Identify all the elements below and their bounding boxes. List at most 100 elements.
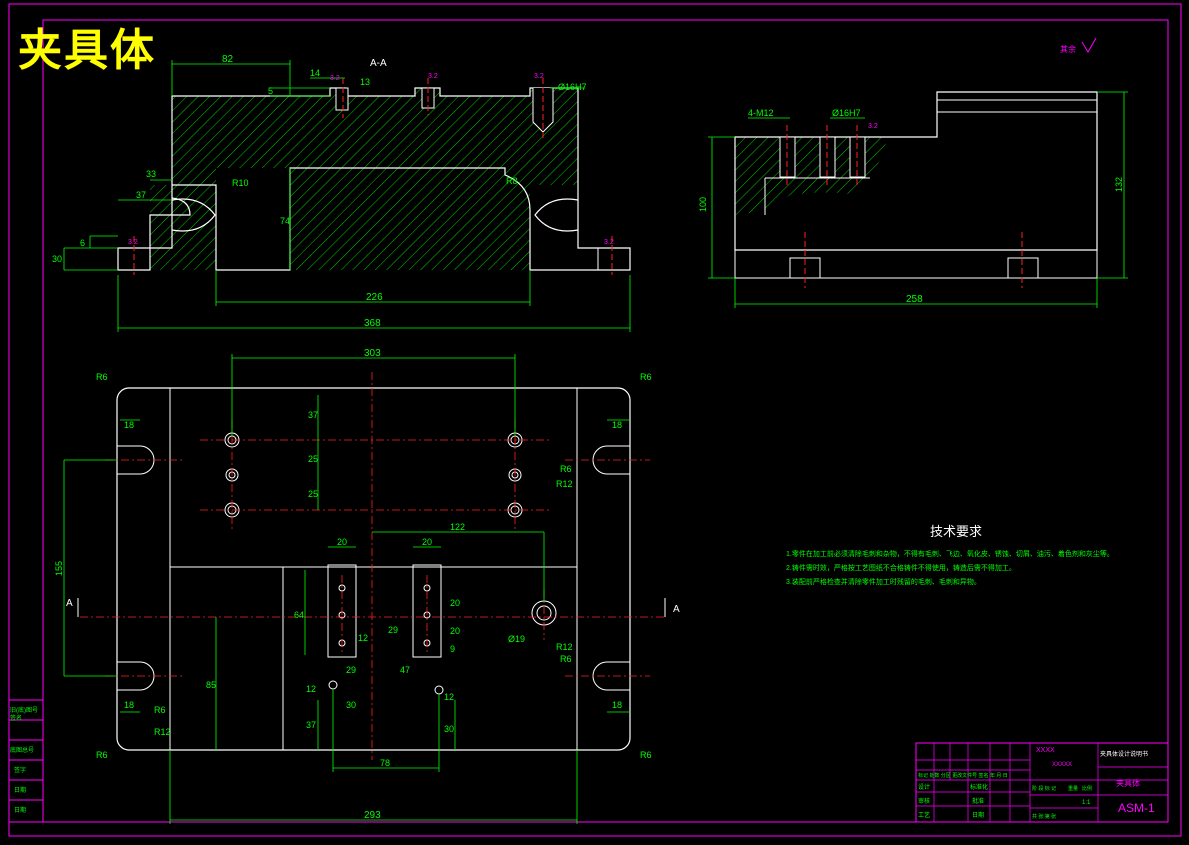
dim-100: 100: [698, 197, 708, 212]
dim-25b: 25: [308, 489, 318, 499]
dim-25a: 25: [308, 454, 318, 464]
side-hatch: [735, 137, 887, 215]
dim-64: 64: [294, 610, 304, 620]
radius-r6-m1: R6: [560, 464, 572, 474]
dim-85: 85: [206, 680, 216, 690]
dim-29b: 29: [346, 665, 356, 675]
dim-82: 82: [222, 54, 234, 65]
dim-5: 5: [268, 86, 273, 96]
left-revision-table: 旧(底)图号 签名 底图总号 签字 日期 日期: [8, 699, 44, 823]
tb-mid-3: 日期: [972, 811, 984, 819]
dim-18c: 18: [124, 700, 134, 710]
slot-left: [171, 198, 216, 232]
tb-header-row: 标记 处数 分区 更改文件号 签名 年 月 日: [918, 772, 1008, 779]
dim-29: 29: [388, 625, 398, 635]
roughness-4: 3.2: [128, 239, 138, 246]
tb-row-review: 审核: [918, 797, 930, 805]
dim-16h7: Ø16H7: [558, 82, 587, 92]
tb-row-design: 设计: [918, 783, 930, 791]
dim-258: 258: [906, 294, 923, 305]
dim-37: 37: [308, 410, 318, 420]
title-block: XXXX XXXXX 夹具体设计说明书 夹具体 ASM-1 标记 处数 分区 更…: [915, 742, 1169, 823]
tb-project: 夹具体设计说明书: [1100, 750, 1148, 758]
tb-mid-2: 批准: [972, 797, 984, 805]
left-row-4: 签字: [14, 766, 26, 774]
left-row-5: 日期: [14, 786, 26, 794]
radius-r8: R8: [506, 176, 518, 186]
dim-30c: 30: [444, 724, 454, 734]
tb-date: XXXXX: [1052, 762, 1072, 768]
outer-border: [8, 3, 1182, 837]
radius-r12-m1: R12: [556, 479, 573, 489]
tb-drawing-no: ASM-1: [1118, 801, 1155, 815]
section-hatch: [150, 88, 578, 270]
dim-78: 78: [380, 758, 390, 768]
radius-r12-m2: R12: [556, 642, 573, 652]
roughness-other: 其余: [1060, 44, 1076, 54]
dim-14: 14: [310, 68, 320, 78]
radius-r6-m3: R6: [154, 705, 166, 715]
dim-4-m12: 4-M12: [748, 108, 774, 118]
inner-border: [42, 19, 1169, 823]
drawing-title: 夹具体: [18, 25, 156, 76]
tb-mid-1: 标准化: [970, 783, 988, 791]
roughness-2: 3.2: [428, 73, 438, 80]
dim-18d: 18: [612, 700, 622, 710]
dim-20b: 20: [422, 537, 432, 547]
tb-scale: 1:1: [1082, 800, 1091, 806]
left-row-6: 日期: [14, 806, 26, 814]
dim-side-16h7: Ø16H7: [832, 108, 861, 118]
dim-12: 12: [358, 633, 368, 643]
tech-item-3: 3.装配前严格检查并清除零件加工时残留的毛刺、毛刺和异物。: [786, 577, 981, 586]
hole-a: [335, 87, 349, 111]
tb-weight: 重量: [1068, 785, 1078, 792]
foot-right: [597, 247, 631, 271]
radius-r6-m2: R6: [560, 654, 572, 664]
section-mark-left: A: [66, 598, 73, 609]
plan-view: 303 37 25 25 18 18 18 18 R6 R6 R6 R6 R6 …: [54, 348, 680, 824]
tb-school: XXXX: [1036, 747, 1055, 754]
roughness-5: 3.2: [604, 239, 614, 246]
radius-r6-tl: R6: [96, 372, 108, 382]
dim-37b: 37: [306, 720, 316, 730]
tb-row-process: 工艺: [918, 811, 930, 819]
dim-9: 9: [450, 644, 455, 654]
section-outline: [117, 87, 631, 271]
dim-30b: 30: [346, 700, 356, 710]
radius-r6-br: R6: [640, 750, 652, 760]
dim-303: 303: [364, 348, 381, 359]
tech-requirements: 技术要求 1.零件在加工前必须清除毛刺和杂物，不得有毛刺、飞边、氧化皮、锈蚀、切…: [786, 524, 1114, 586]
dim-37: 37: [136, 190, 146, 200]
tb-stage: 阶 段 标 记: [1032, 785, 1056, 792]
dim-293: 293: [364, 810, 381, 821]
section-label: A-A: [370, 58, 387, 69]
left-row-2: 签名: [10, 714, 22, 722]
dim-20c: 20: [450, 598, 460, 608]
tb-sheet: 共 张 第 张: [1032, 813, 1056, 820]
plan-outline: [116, 387, 631, 751]
radius-r12-m3: R12: [154, 727, 171, 737]
dim-20a: 20: [337, 537, 347, 547]
side-view: 4-M12 Ø16H7 100 132 258 3.2: [698, 91, 1128, 308]
roughness-side: 3.2: [868, 123, 878, 130]
section-view: 82 14 13 5 Ø16H7 33 37 6 30 R10 R8 74 22…: [52, 54, 631, 332]
dim-122: 122: [450, 522, 465, 532]
radius-r6-bl: R6: [96, 750, 108, 760]
dim-226: 226: [366, 292, 383, 303]
dim-33: 33: [146, 169, 156, 179]
dim-132: 132: [1114, 177, 1124, 192]
dim-368: 368: [364, 318, 381, 329]
roughness-1: 3.2: [330, 75, 340, 82]
dim-74: 74: [280, 216, 290, 226]
radius-r10: R10: [232, 178, 249, 188]
left-row-1: 旧(底)图号: [10, 706, 38, 714]
slot-right: [534, 198, 579, 232]
dim-19: Ø19: [508, 634, 525, 644]
dim-13: 13: [360, 77, 370, 87]
tb-scale-label: 比例: [1082, 785, 1092, 792]
left-row-3: 底图总号: [10, 746, 34, 754]
radius-r6-tr: R6: [640, 372, 652, 382]
section-mark-right: A: [673, 604, 680, 615]
